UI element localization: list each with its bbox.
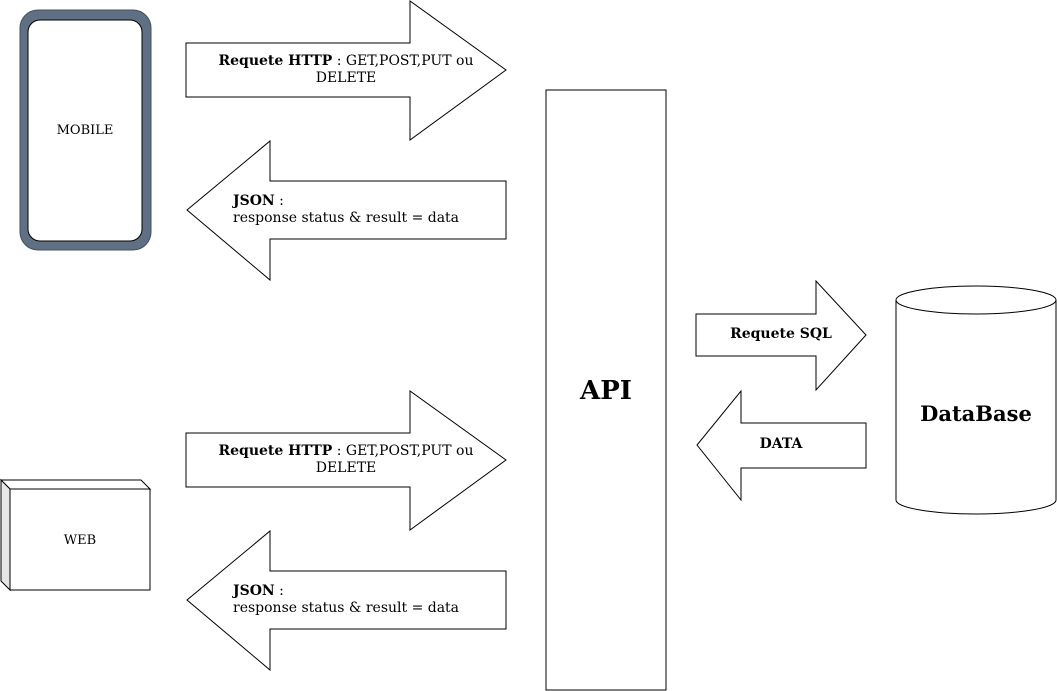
web-response-bold: JSON <box>233 583 275 599</box>
mobile-request-rest: : GET,POST,PUT ou <box>332 53 474 69</box>
api-box <box>545 89 667 691</box>
api-label: API <box>580 376 632 406</box>
database-label: DataBase <box>920 401 1032 426</box>
web-response-text: JSON : response status & result = data <box>233 583 459 617</box>
web-request-text: Requete HTTP : GET,POST,PUT ou DELETE <box>186 443 506 477</box>
web-box <box>0 478 152 592</box>
mobile-label: MOBILE <box>56 123 114 138</box>
database-cylinder <box>895 285 1057 515</box>
web-response-line2: response status & result = data <box>233 600 460 616</box>
mobile-request-line2: DELETE <box>315 70 377 86</box>
web-request-bold: Requete HTTP <box>218 443 333 459</box>
mobile-device <box>19 9 152 251</box>
web-request-line2: DELETE <box>315 460 377 476</box>
mobile-response-arrow <box>186 139 507 282</box>
mobile-response-rest: : <box>274 193 284 209</box>
data-response-arrow <box>696 389 867 502</box>
sql-request-text: Requete SQL <box>730 326 832 342</box>
web-request-arrow <box>185 390 507 531</box>
mobile-request-text: Requete HTTP : GET,POST,PUT ou DELETE <box>186 53 506 87</box>
mobile-response-text: JSON : response status & result = data <box>233 193 459 227</box>
web-request-rest: : GET,POST,PUT ou <box>332 443 474 459</box>
data-response-text: DATA <box>759 436 803 452</box>
mobile-request-arrow <box>185 0 507 141</box>
web-response-rest: : <box>274 583 284 599</box>
mobile-request-bold: Requete HTTP <box>218 53 333 69</box>
sql-request-arrow <box>695 279 867 392</box>
mobile-response-line2: response status & result = data <box>233 210 460 226</box>
web-response-arrow <box>186 529 507 672</box>
mobile-response-bold: JSON <box>233 193 275 209</box>
web-label: WEB <box>63 533 97 548</box>
